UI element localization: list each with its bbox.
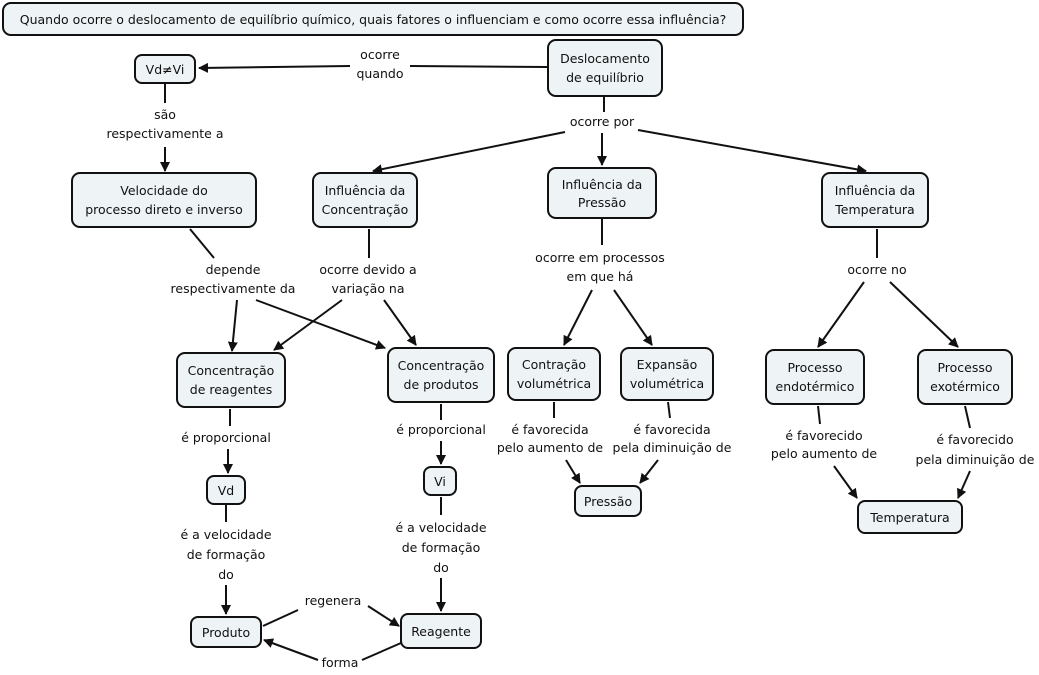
svg-text:Quando ocorre o deslocamento d: Quando ocorre o deslocamento de equilíbr… [20, 12, 727, 27]
svg-text:Processo: Processo [787, 360, 842, 375]
link-velocidade-formacao-2: de formação [402, 540, 481, 555]
svg-text:Pressão: Pressão [578, 195, 626, 210]
svg-text:Pressão: Pressão [584, 494, 632, 509]
concept-reagente[interactable]: Reagente [400, 613, 482, 649]
svg-text:Expansão: Expansão [637, 357, 698, 372]
svg-text:Processo: Processo [937, 360, 992, 375]
link-velocidade-formacao-1: do [218, 567, 234, 582]
link-velocidade-formacao-1: é a velocidade [180, 527, 271, 542]
svg-text:Deslocamento: Deslocamento [560, 51, 650, 66]
link-favorecido-aumento: pelo aumento de [771, 446, 878, 461]
link-forma: forma [322, 655, 359, 670]
link-devido: ocorre devido a [319, 262, 416, 277]
link-favorecido-diminuicao: é favorecido [936, 432, 1013, 447]
concept-influencia-pressao[interactable]: Influência da Pressão [547, 167, 657, 219]
link-velocidade-formacao-2: é a velocidade [395, 520, 486, 535]
focus-question: Quando ocorre o deslocamento de equilíbr… [2, 2, 744, 36]
concept-endotermico[interactable]: Processo endotérmico [765, 349, 865, 405]
svg-text:volumétrica: volumétrica [630, 376, 704, 391]
svg-text:Vd: Vd [218, 483, 235, 498]
concept-expansao[interactable]: Expansão volumétrica [620, 347, 714, 401]
svg-text:Temperatura: Temperatura [834, 202, 914, 217]
link-processos: ocorre em processos [535, 250, 665, 265]
link-favorecida-aumento: pelo aumento de [497, 440, 604, 455]
svg-text:endotérmico: endotérmico [776, 379, 855, 394]
svg-text:processo direto e inverso: processo direto e inverso [85, 202, 243, 217]
svg-text:Vi: Vi [434, 474, 446, 489]
svg-text:Concentração: Concentração [398, 358, 485, 373]
link-proporcional-2: é proporcional [396, 422, 486, 437]
concept-influencia-temperatura[interactable]: Influência da Temperatura [821, 172, 929, 228]
link-devido: variação na [331, 281, 404, 296]
concept-concentracao-produtos[interactable]: Concentração de produtos [387, 347, 495, 403]
link-labels: ocorre quando são respectivamente a ocor… [106, 47, 1034, 670]
concept-vd[interactable]: Vd [206, 475, 246, 505]
svg-text:Vd≠Vi: Vd≠Vi [146, 62, 185, 77]
concept-temperatura[interactable]: Temperatura [857, 500, 963, 534]
svg-text:exotérmico: exotérmico [930, 379, 1000, 394]
link-favorecido-diminuicao: pela diminuição de [916, 452, 1035, 467]
svg-text:Velocidade do: Velocidade do [120, 183, 208, 198]
svg-text:volumétrica: volumétrica [517, 376, 591, 391]
concept-produto[interactable]: Produto [190, 616, 262, 648]
svg-text:de produtos: de produtos [404, 377, 479, 392]
link-ocorre-por: ocorre por [570, 114, 635, 129]
svg-text:Contração: Contração [522, 357, 586, 372]
link-processos: em que há [567, 269, 634, 284]
connections [160, 62, 971, 661]
concept-concentracao-reagentes[interactable]: Concentração de reagentes [176, 352, 286, 408]
svg-text:Produto: Produto [202, 625, 250, 640]
link-ocorre-quando: ocorre [360, 47, 400, 62]
concept-vd-diff-vi[interactable]: Vd≠Vi [134, 54, 196, 84]
link-proporcional-1: é proporcional [181, 430, 271, 445]
link-regenera: regenera [305, 593, 362, 608]
concept-contracao[interactable]: Contração volumétrica [507, 347, 601, 401]
link-sao-resp: respectivamente a [106, 126, 223, 141]
concept-deslocamento[interactable]: Deslocamento de equilíbrio [547, 39, 663, 97]
link-favorecida-diminuicao: é favorecida [633, 422, 710, 437]
link-velocidade-formacao-1: de formação [187, 547, 266, 562]
link-depende: respectivamente da [171, 281, 296, 296]
link-ocorre-quando: quando [356, 66, 403, 81]
svg-text:Temperatura: Temperatura [869, 510, 949, 525]
concept-exotermico[interactable]: Processo exotérmico [917, 349, 1013, 405]
svg-text:Concentração: Concentração [188, 363, 275, 378]
link-favorecido-aumento: é favorecido [785, 428, 862, 443]
link-ocorre-no: ocorre no [847, 262, 906, 277]
svg-text:Influência da: Influência da [835, 183, 916, 198]
concept-velocidade[interactable]: Velocidade do processo direto e inverso [71, 172, 257, 228]
link-favorecida-diminuicao: pela diminuição de [613, 440, 732, 455]
svg-text:Influência da: Influência da [562, 177, 643, 192]
svg-text:de equilíbrio: de equilíbrio [566, 70, 644, 85]
svg-text:Influência da: Influência da [325, 183, 406, 198]
concept-pressao[interactable]: Pressão [574, 485, 642, 517]
svg-text:Reagente: Reagente [411, 624, 471, 639]
link-depende: depende [206, 262, 261, 277]
link-sao-resp: são [154, 107, 176, 122]
svg-text:Concentração: Concentração [322, 202, 409, 217]
svg-text:de reagentes: de reagentes [190, 382, 272, 397]
concept-vi[interactable]: Vi [423, 466, 457, 496]
link-velocidade-formacao-2: do [433, 560, 449, 575]
link-favorecida-aumento: é favorecida [511, 422, 588, 437]
concept-influencia-concentracao[interactable]: Influência da Concentração [312, 172, 418, 228]
